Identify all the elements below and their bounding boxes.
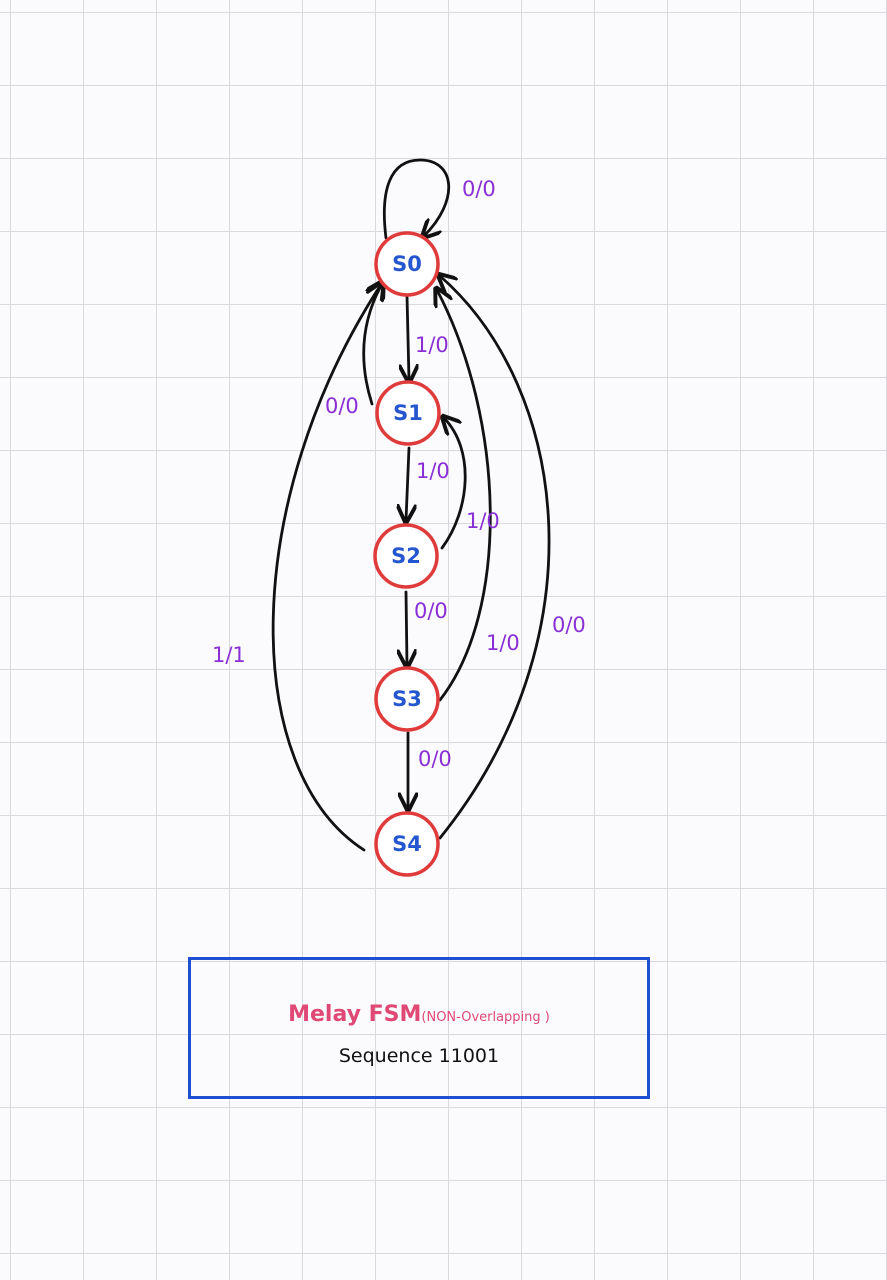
- state-s0: S0: [374, 231, 440, 297]
- caption-title-main: Melay FSM: [288, 1002, 422, 1027]
- caption-title-sub: (NON-Overlapping ): [421, 1010, 550, 1025]
- edge-label-s0-self: 0/0: [462, 177, 496, 201]
- caption-sequence: Sequence 11001: [191, 1045, 647, 1067]
- edge-label-s1-s0: 0/0: [325, 394, 359, 418]
- edge-label-s1-s2: 1/0: [416, 459, 450, 483]
- edge-s0-self-loop: [382, 158, 451, 238]
- state-s2: S2: [373, 523, 439, 589]
- caption-title: Melay FSM(NON-Overlapping ): [191, 1002, 647, 1027]
- edge-s1-to-s2: [406, 446, 409, 520]
- edge-s3-to-s0: [437, 290, 492, 702]
- edge-label-s0-s1: 1/0: [415, 333, 449, 357]
- state-diagram: 0/0 1/0 0/0 1/0 1/0 0/0 1/0 0/0 1/1 0/0 …: [212, 158, 586, 877]
- sequence-label: Sequence: [338, 1045, 433, 1067]
- edge-s0-to-s1: [407, 294, 409, 380]
- edge-label-s3-s4: 0/0: [418, 747, 452, 771]
- edge-label-s2-s3: 0/0: [414, 599, 448, 623]
- edge-label-s4-s0-left: 1/1: [212, 643, 246, 667]
- state-s4: S4: [374, 811, 440, 877]
- edge-label-s4-s0-right: 0/0: [552, 613, 586, 637]
- edge-label-s2-s1: 1/0: [466, 509, 500, 533]
- sequence-value: 11001: [438, 1045, 500, 1067]
- state-label-s1: S1: [393, 401, 423, 425]
- edge-s1-to-s0: [362, 284, 382, 406]
- edge-label-s3-s0: 1/0: [486, 631, 520, 655]
- caption-box: Melay FSM(NON-Overlapping ) Sequence 110…: [188, 957, 650, 1099]
- state-label-s0: S0: [392, 252, 422, 276]
- state-s1: S1: [375, 380, 441, 446]
- state-label-s3: S3: [392, 687, 422, 711]
- edge-s4-to-s0-right: [440, 276, 551, 840]
- state-label-s4: S4: [392, 832, 422, 856]
- edge-s2-to-s1: [442, 418, 467, 550]
- state-label-s2: S2: [391, 544, 421, 568]
- state-s3: S3: [374, 666, 440, 732]
- edge-s2-to-s3: [406, 590, 407, 665]
- edge-s4-to-s0-left: [271, 283, 382, 852]
